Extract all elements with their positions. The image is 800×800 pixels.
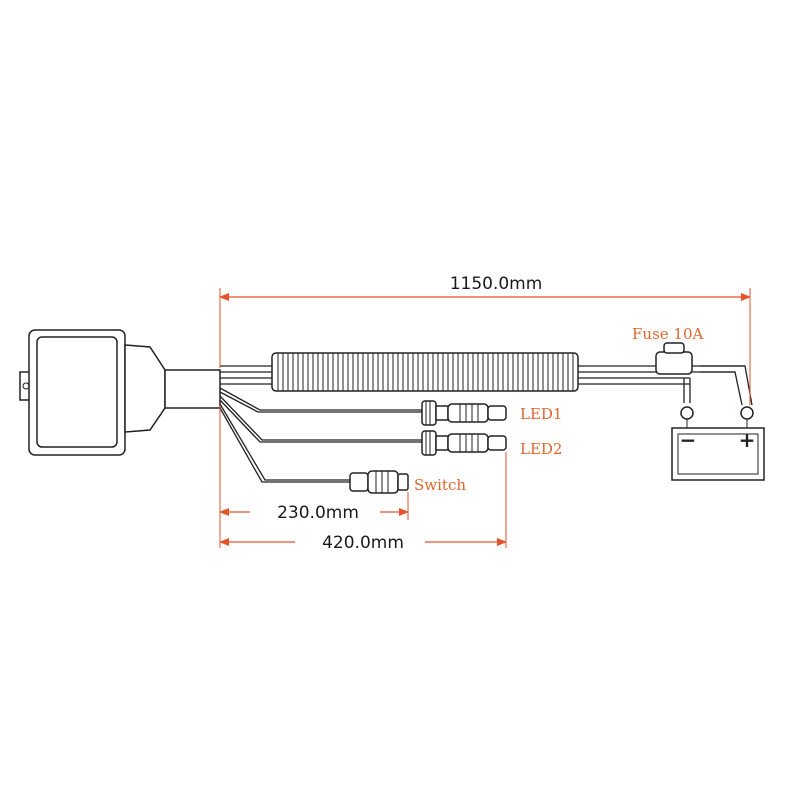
dimension-led-label: 420.0mm	[322, 533, 404, 553]
switch-box	[19, 329, 221, 456]
battery-positive-label: +	[739, 428, 756, 452]
main-bundle	[220, 342, 754, 428]
cable-boot	[124, 344, 166, 433]
boot-collar	[164, 369, 221, 409]
branch-wires	[219, 387, 425, 483]
negative-ring-terminal	[680, 406, 694, 420]
led1-label: LED1	[520, 405, 562, 423]
led1-connector	[421, 400, 507, 426]
switch-label: Switch	[414, 476, 466, 494]
led2-label: LED2	[520, 440, 562, 458]
dimension-1150: 1150.0mm	[219, 272, 751, 405]
battery-body	[671, 427, 765, 481]
corrugated-sleeve	[271, 352, 579, 392]
dimension-switch-label: 230.0mm	[277, 503, 359, 523]
switch-box-face	[36, 336, 118, 448]
positive-ring-terminal	[740, 406, 754, 420]
dimension-420: 420.0mm	[219, 452, 507, 554]
dimension-total-label: 1150.0mm	[450, 274, 543, 294]
fuse-holder	[655, 351, 693, 375]
switch-connector	[349, 470, 409, 494]
fuse-label: Fuse 10A	[632, 325, 703, 343]
dimension-230: 230.0mm	[219, 405, 409, 548]
battery-negative-label: −	[680, 428, 697, 452]
battery: − +	[671, 427, 765, 481]
fuse-cap	[663, 342, 685, 354]
led2-connector	[421, 430, 507, 456]
